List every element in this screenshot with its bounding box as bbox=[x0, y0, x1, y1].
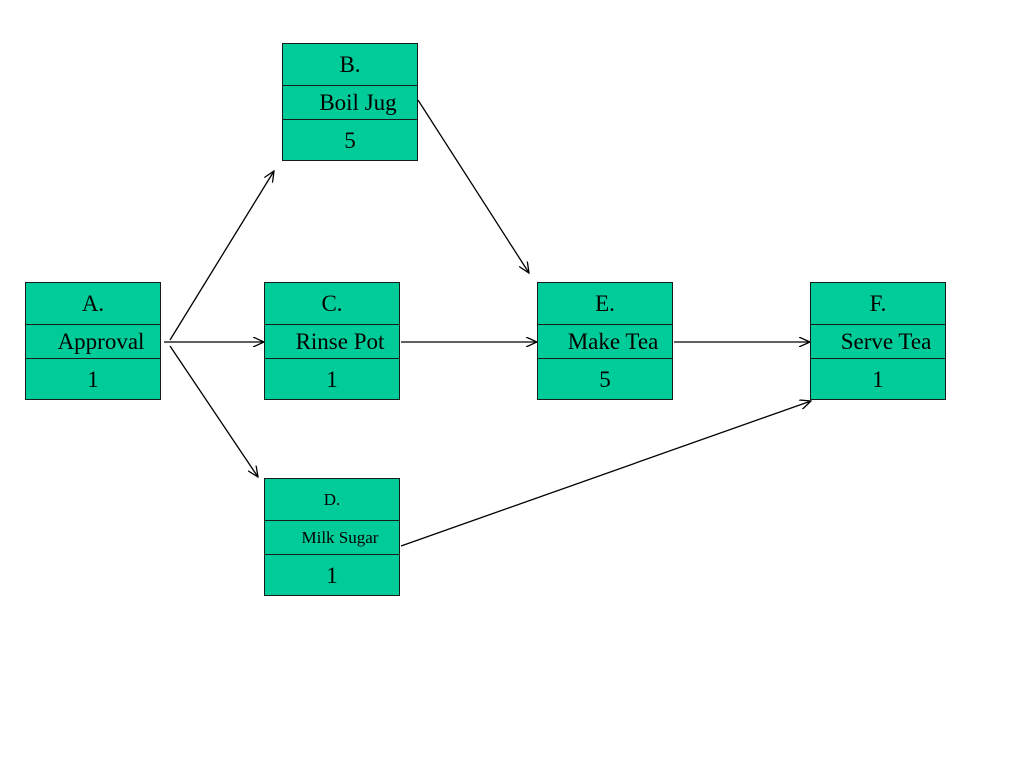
activity-node-b[interactable]: B. Boil Jug 5 bbox=[282, 43, 418, 161]
arrow-d-to-f bbox=[400, 401, 811, 547]
arrow-b-to-e bbox=[417, 99, 529, 273]
activity-letter: E. bbox=[538, 283, 672, 325]
arrow-a-to-b bbox=[169, 171, 274, 341]
activity-node-a[interactable]: A. Approval 1 bbox=[25, 282, 161, 400]
activity-letter: F. bbox=[811, 283, 945, 325]
activity-letter: A. bbox=[26, 283, 160, 325]
activity-name: Serve Tea bbox=[811, 325, 945, 359]
activity-letter: D. bbox=[265, 479, 399, 521]
activity-letter: B. bbox=[283, 44, 417, 86]
activity-duration: 5 bbox=[599, 366, 611, 392]
activity-name: Rinse Pot bbox=[265, 325, 399, 359]
activity-node-c[interactable]: C. Rinse Pot 1 bbox=[264, 282, 400, 400]
arrow-a-to-d bbox=[169, 345, 258, 477]
activity-duration: 1 bbox=[87, 366, 99, 392]
activity-duration: 1 bbox=[326, 366, 338, 392]
activity-letter: C. bbox=[265, 283, 399, 325]
activity-duration: 1 bbox=[872, 366, 884, 392]
activity-duration: 1 bbox=[326, 562, 338, 588]
activity-node-f[interactable]: F. Serve Tea 1 bbox=[810, 282, 946, 400]
activity-name: Boil Jug bbox=[283, 86, 417, 120]
activity-node-d[interactable]: D. Milk Sugar 1 bbox=[264, 478, 400, 596]
activity-node-e[interactable]: E. Make Tea 5 bbox=[537, 282, 673, 400]
activity-name: Milk Sugar bbox=[265, 521, 399, 555]
activity-duration: 5 bbox=[344, 127, 356, 153]
activity-name: Approval bbox=[26, 325, 160, 359]
activity-name: Make Tea bbox=[538, 325, 672, 359]
